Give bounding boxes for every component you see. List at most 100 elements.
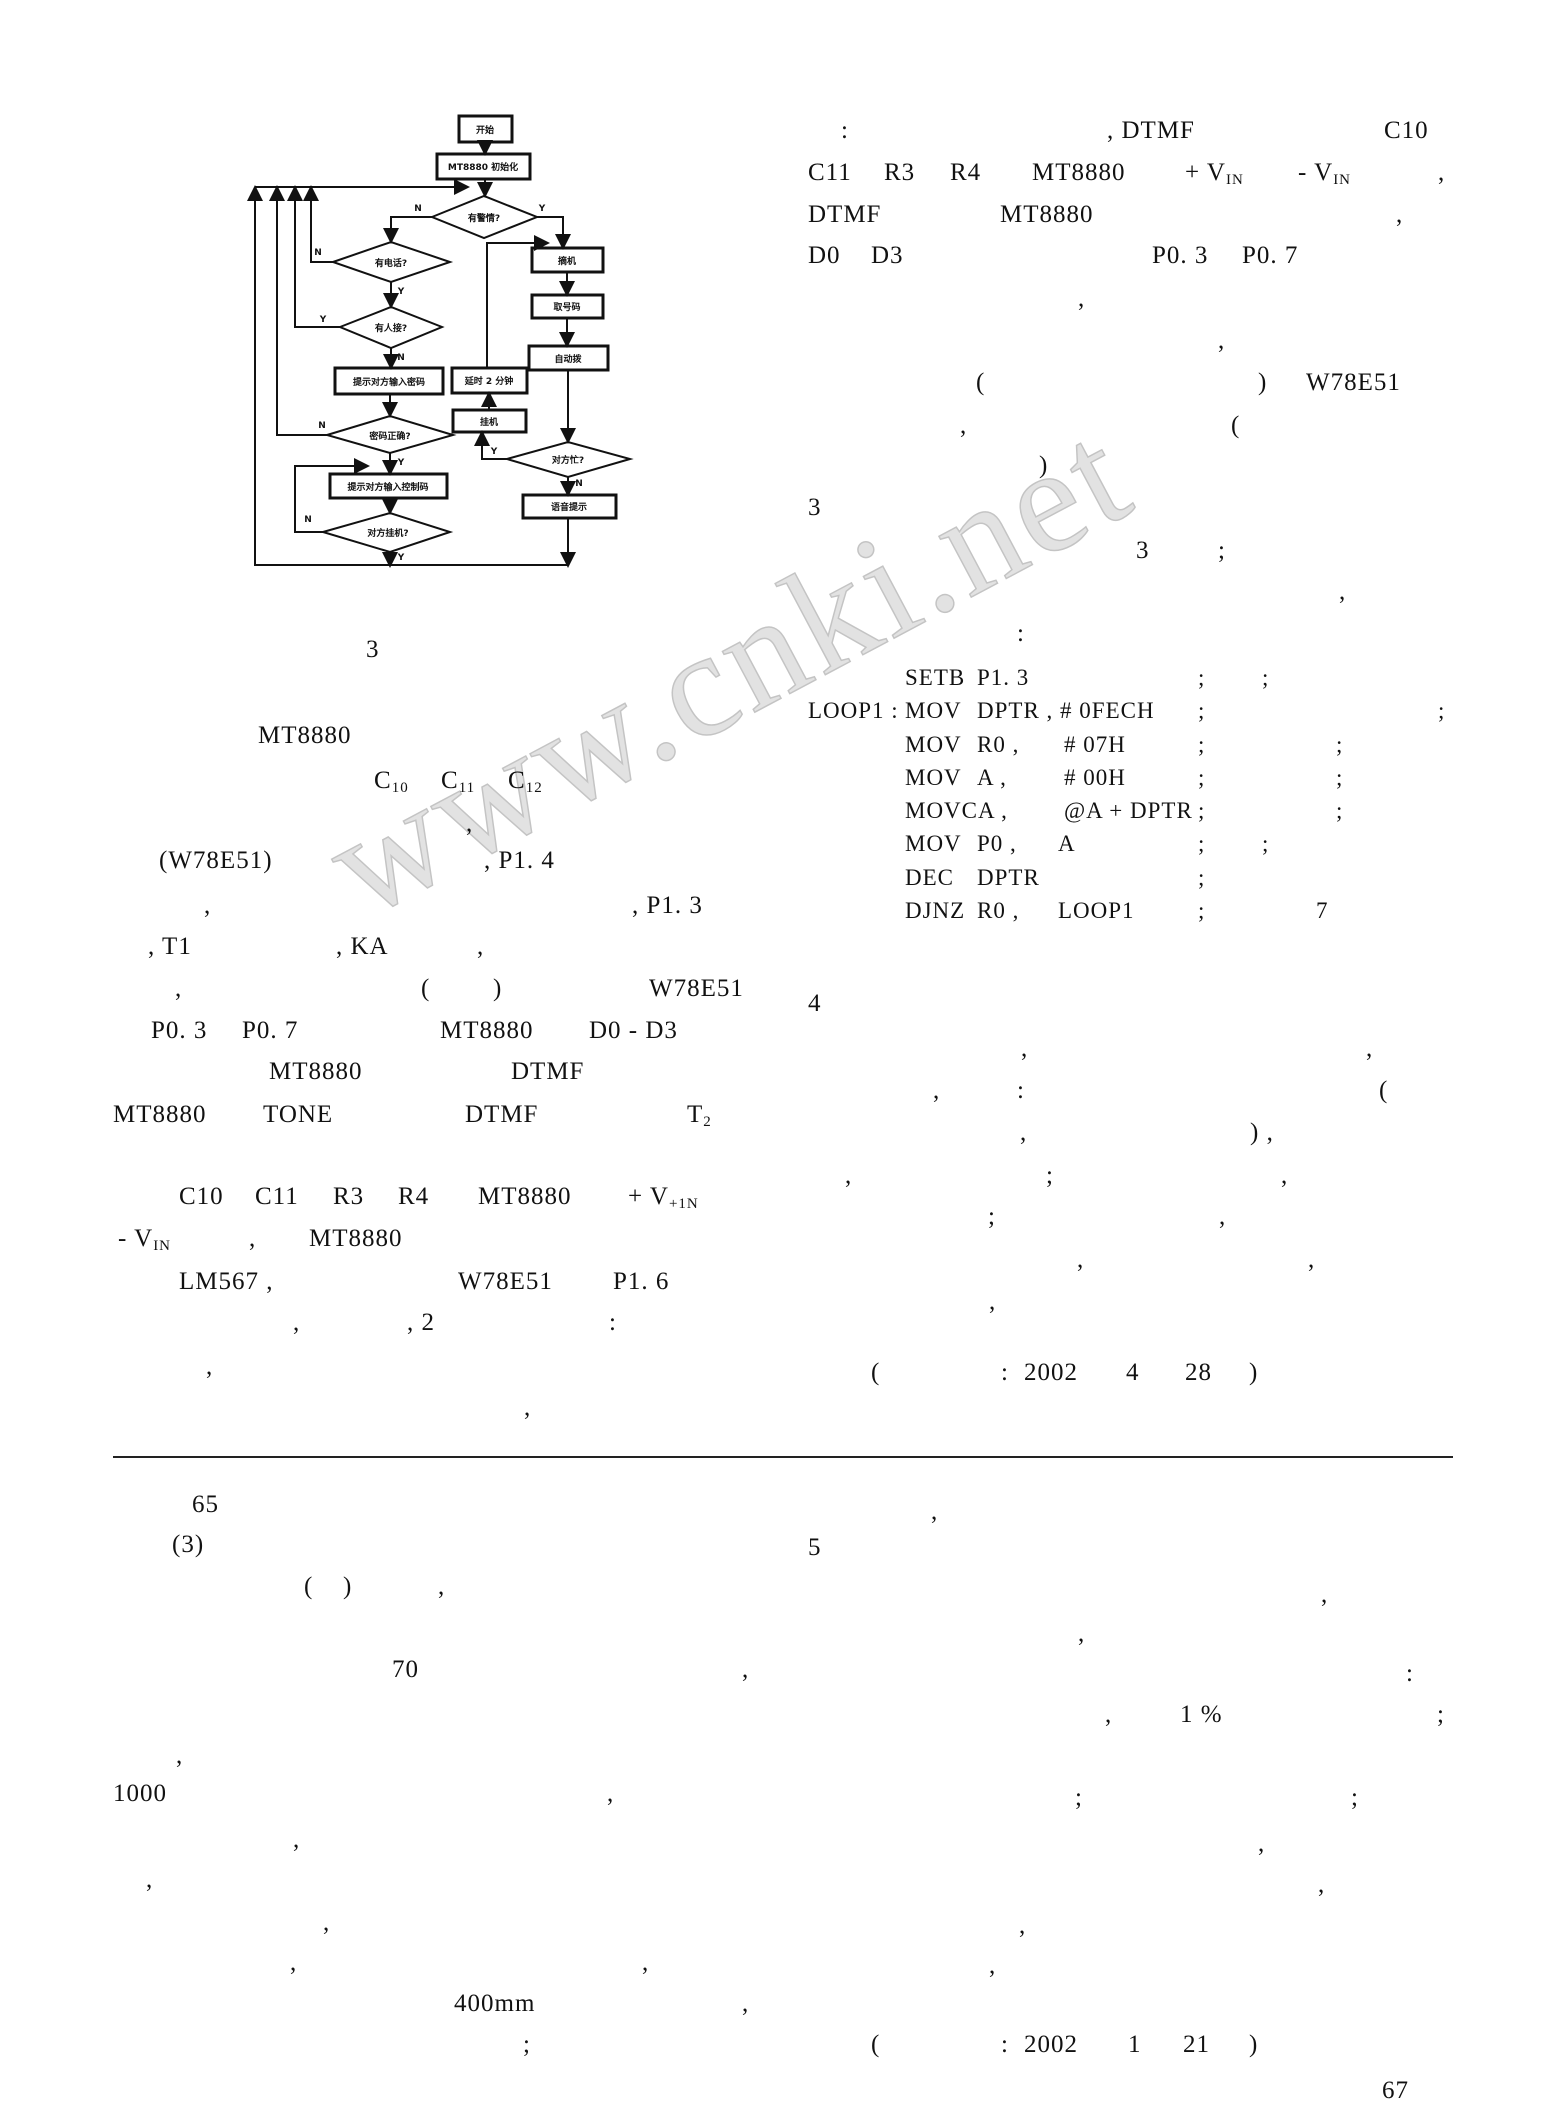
- code-op: MOVCA ,: [905, 798, 1008, 823]
- code-operand: P1. 3: [977, 665, 1030, 690]
- text-fragment: (: [871, 1359, 881, 1386]
- edge-label: N: [304, 515, 312, 525]
- text-fragment: ,: [290, 1949, 298, 1976]
- text-fragment: ,: [206, 1353, 214, 1380]
- text-fragment: ;: [1046, 1162, 1054, 1189]
- text-fragment: (: [976, 369, 986, 396]
- text-fragment: T2: [687, 1101, 712, 1130]
- label-hangup: 挂机: [480, 416, 498, 428]
- text-fragment: ,: [742, 1990, 750, 2017]
- edge-label: N: [397, 353, 405, 363]
- text-fragment: , P1. 4: [484, 847, 555, 874]
- text-fragment: ,: [845, 1162, 853, 1189]
- text-fragment: ,: [146, 1866, 154, 1893]
- text-fragment: ,: [293, 1826, 301, 1853]
- text-fragment: :: [841, 117, 849, 144]
- text-fragment: ,: [1219, 1203, 1227, 1230]
- label-busy: 对方忙?: [552, 454, 584, 466]
- text-fragment: ,: [1258, 1830, 1266, 1857]
- text-fragment: - VIN: [118, 1225, 172, 1254]
- text-fragment: 70: [392, 1656, 419, 1683]
- text-fragment: ,: [204, 892, 212, 919]
- label-prompt-pwd: 提示对方输入密码: [353, 376, 425, 388]
- code-operand: @A + DPTR: [1064, 798, 1193, 823]
- code-comment: ;: [1198, 732, 1206, 757]
- text-fragment: ;: [988, 1203, 996, 1230]
- code-comment: 7: [1316, 898, 1329, 923]
- text-fragment: MT8880: [440, 1017, 534, 1044]
- text-fragment: ,: [1078, 285, 1086, 312]
- label-alarm: 有警情?: [468, 212, 500, 224]
- text-fragment: 1 %: [1180, 1701, 1223, 1728]
- text-fragment: W78E51: [1306, 369, 1401, 396]
- text-fragment: ,: [1438, 159, 1446, 186]
- text-fragment: ,: [524, 1394, 532, 1421]
- text-fragment: 2002: [1024, 1359, 1078, 1386]
- text-fragment: :: [1017, 620, 1025, 647]
- text-fragment: MT8880: [258, 722, 352, 749]
- edge-label: Y: [490, 447, 498, 457]
- text-fragment: D0 - D3: [589, 1017, 678, 1044]
- text-fragment: W78E51: [649, 975, 744, 1002]
- text-fragment: ,: [1321, 1581, 1329, 1608]
- text-fragment: ,: [323, 1909, 331, 1936]
- text-fragment: C11: [255, 1183, 299, 1210]
- edge-label: N: [318, 421, 326, 431]
- code-comment: ;: [1198, 765, 1206, 790]
- text-fragment: C12: [508, 767, 543, 796]
- text-fragment: ): [343, 1573, 353, 1600]
- code-operand: A: [1058, 831, 1076, 856]
- code-comment: ;: [1198, 865, 1206, 890]
- label-hangup-q: 对方挂机?: [367, 527, 408, 539]
- text-fragment: ,: [477, 933, 485, 960]
- text-fragment: 21: [1183, 2031, 1210, 2058]
- text-fragment: ,: [989, 1288, 997, 1315]
- code-operand: LOOP1: [1058, 898, 1135, 923]
- text-fragment: ,: [176, 1742, 184, 1769]
- text-fragment: ;: [1351, 1784, 1359, 1811]
- code-comment: ;: [1262, 665, 1270, 690]
- text-fragment: R4: [398, 1183, 430, 1210]
- code-comment: ;: [1336, 732, 1344, 757]
- text-fragment: :: [609, 1309, 617, 1336]
- text-fragment: ;: [1075, 1784, 1083, 1811]
- code-operand: R0 ,: [977, 732, 1020, 757]
- text-fragment: ,: [1396, 201, 1404, 228]
- label-voice: 语音提示: [551, 501, 587, 513]
- text-fragment: ;: [1218, 537, 1226, 564]
- text-fragment: ,: [1105, 1701, 1113, 1728]
- label-pwd-ok: 密码正确?: [368, 430, 410, 442]
- text-fragment: , 2: [407, 1309, 435, 1336]
- text-fragment: , DTMF: [1107, 117, 1195, 144]
- text-fragment: (: [871, 2031, 881, 2058]
- code-operand: DPTR , # 0FECH: [977, 698, 1155, 723]
- label-get-num: 取号码: [553, 302, 580, 313]
- text-fragment: C11: [441, 767, 476, 796]
- node-call: [329, 240, 454, 284]
- text-fragment: ,: [1339, 578, 1347, 605]
- text-fragment: ,: [933, 1077, 941, 1104]
- text-fragment: ,: [989, 1952, 997, 1979]
- text-fragment: ,: [1366, 1035, 1374, 1062]
- text-fragment: ,: [1218, 327, 1226, 354]
- text-fragment: 3: [1136, 537, 1150, 564]
- label-someone: 有人接?: [375, 322, 407, 334]
- text-fragment: ;: [1437, 1701, 1445, 1728]
- text-fragment: ): [1258, 369, 1268, 396]
- text-fragment: ): [1249, 2031, 1259, 2058]
- code-op: MOV: [905, 698, 962, 723]
- edge-label: Y: [397, 458, 405, 468]
- text-fragment: ,: [931, 1498, 939, 1525]
- text-fragment: (: [1231, 412, 1241, 439]
- edge-label: Y: [319, 315, 327, 325]
- text-fragment: MT8880: [1000, 201, 1094, 228]
- text-fragment: + VIN: [1185, 159, 1244, 188]
- text-fragment: (: [421, 975, 431, 1002]
- text-fragment: R3: [884, 159, 916, 186]
- code-comment: ;: [1198, 831, 1206, 856]
- code-op: DEC: [905, 865, 954, 890]
- node-pwd-ok: [323, 414, 457, 455]
- edge-label: Y: [538, 204, 546, 214]
- label-start: 开始: [476, 124, 494, 136]
- text-fragment: :: [1001, 2031, 1009, 2058]
